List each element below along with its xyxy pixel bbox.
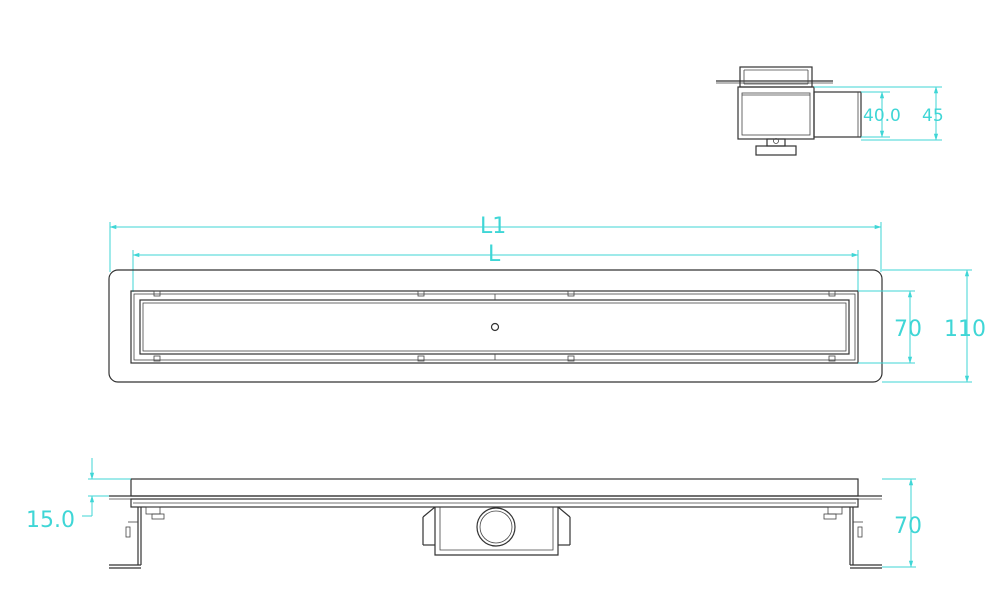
dimension-overall-length: L1: [480, 214, 506, 239]
dimension-flange-thickness: 15.0: [26, 508, 75, 533]
dimension-inner-width: 70: [894, 317, 922, 342]
plan-view: L1 L 70 1: [108, 214, 986, 383]
dimension-side-outer-height: 45: [922, 106, 944, 126]
front-view: 15.0 70: [26, 458, 922, 569]
side-section-view: 40.0 45: [716, 66, 944, 156]
dimension-front-height: 70: [894, 514, 922, 539]
dimension-outer-width: 110: [944, 317, 986, 342]
dimension-grate-length: L: [488, 242, 501, 267]
dimension-side-inner-height: 40.0: [863, 106, 901, 126]
